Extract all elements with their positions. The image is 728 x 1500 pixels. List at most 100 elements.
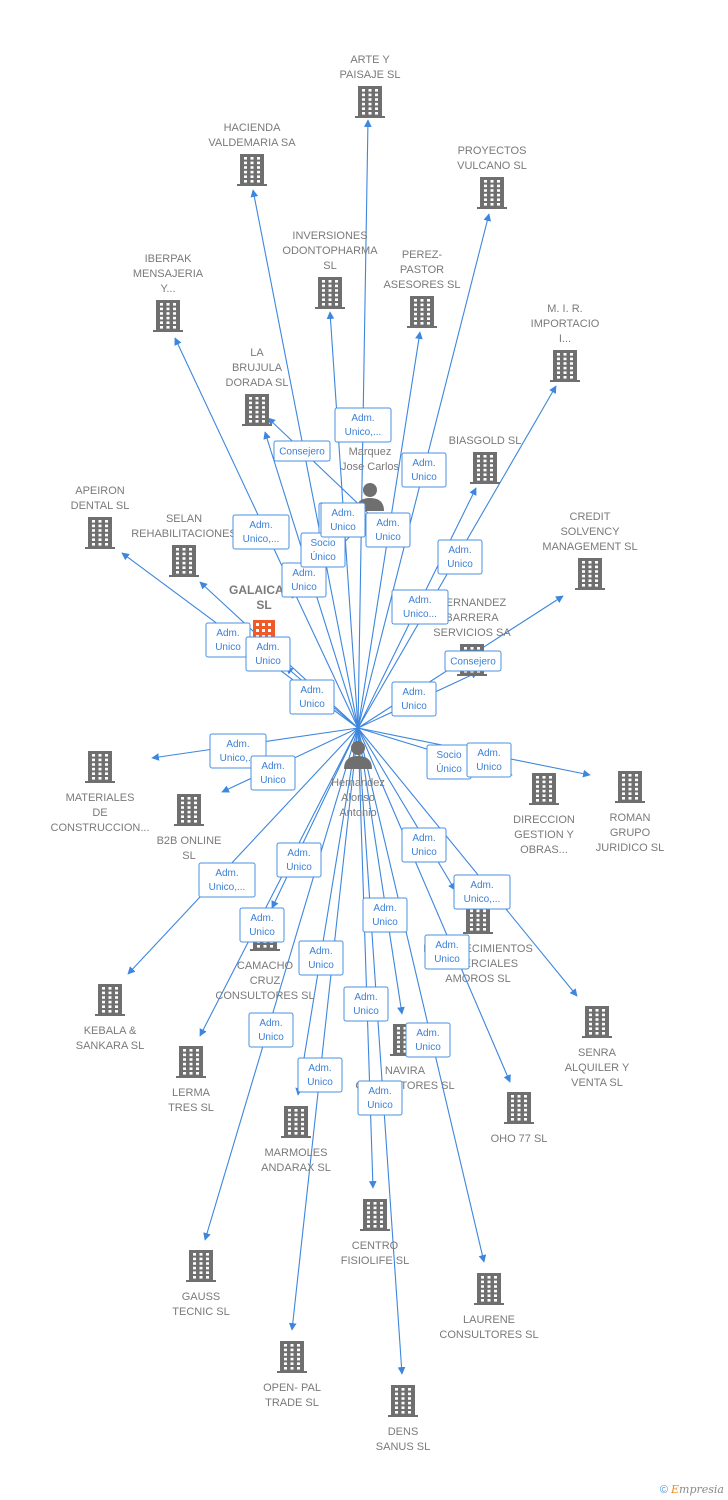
edge-label-text: Unico,...	[209, 882, 246, 893]
node-label: GAUSS	[182, 1291, 221, 1303]
edge-label-p1-openpal[interactable]: Adm.Unico	[297, 1057, 343, 1093]
edge-label-text: Adm.	[300, 685, 323, 696]
node-label: PAISAJE SL	[340, 69, 401, 81]
building-icon-main	[253, 620, 275, 640]
edge-p1-senra	[357, 727, 578, 997]
edge-label-p1-camacho[interactable]: Adm.Unico	[276, 842, 322, 878]
edge-label-p1-roman[interactable]: Adm.Unico	[466, 742, 512, 778]
node-biasgold[interactable]: BIASGOLD SL	[449, 435, 522, 484]
edge-label-p1-navira[interactable]: Adm.Unico	[362, 897, 408, 933]
node-label: CENTRO	[352, 1240, 399, 1252]
node-mir[interactable]: M. I. R.IMPORTACIOI...	[531, 303, 600, 382]
edge-label-p1-brujula[interactable]: Adm.Unico	[281, 562, 327, 598]
edge-label-text: Unico	[411, 472, 437, 483]
building-icon	[407, 296, 437, 328]
building-icon	[315, 277, 345, 309]
edge-label-p1-kebala[interactable]: Adm.Unico,...	[198, 862, 256, 898]
node-label: Antonio	[339, 807, 376, 819]
node-lerma[interactable]: LERMA TRES SL	[168, 1046, 214, 1114]
edge-label-p1-mir[interactable]: Adm.Unico	[437, 539, 483, 575]
edge-label-p1-iberpak[interactable]: Adm.Unico,...	[232, 514, 290, 550]
edge-label-text: Adm.	[250, 913, 273, 924]
edge-p1-navira	[357, 727, 405, 1015]
edge-label-p1-proyectos[interactable]: Adm.Unico	[401, 452, 447, 488]
edge-label-text: Unico	[258, 1032, 284, 1043]
edge-label-p1-selan[interactable]: Adm.Unico	[245, 636, 291, 672]
edge-label-box	[401, 827, 447, 863]
edge-label-p1-dens[interactable]: Adm.Unico	[357, 1080, 403, 1116]
node-label: ROMAN	[610, 812, 651, 824]
edge-label-text: Adm.	[351, 413, 374, 424]
building-icon	[169, 545, 199, 577]
edge-label-text: Adm.	[331, 508, 354, 519]
edge-label-p1-perez[interactable]: Adm.Unico	[365, 512, 411, 548]
edge-label-p1-hbarrera[interactable]: Adm.Unico	[391, 681, 437, 717]
edge-label-text: Unico	[308, 960, 334, 971]
node-label: VALDEMARIA SA	[208, 137, 296, 149]
node-label: SENRA	[578, 1047, 617, 1059]
node-label: I...	[559, 333, 571, 345]
edge-label-box	[245, 636, 291, 672]
edge-label-p1-galaicafe[interactable]: Adm.Unico	[289, 679, 335, 715]
edge-label-p1-apeiron[interactable]: Adm.Unico	[205, 622, 251, 658]
node-materiales[interactable]: MATERIALESDECONSTRUCCION...	[51, 751, 150, 834]
edge-label-p1-hacienda[interactable]: Consejero	[273, 440, 331, 462]
edge-label-p1-centro[interactable]: Adm.Unico	[343, 986, 389, 1022]
edge-label-text: Unico	[353, 1006, 379, 1017]
edge-label-p1-gauss[interactable]: Adm.Unico	[248, 1012, 294, 1048]
edge-label-p1-credit[interactable]: Consejero	[444, 650, 502, 672]
edge-label-p1-b2b[interactable]: Adm.Unico	[250, 755, 296, 791]
node-label: PEREZ-	[402, 249, 443, 261]
brand-rest: mpresia	[679, 1483, 724, 1496]
edge-label-p1-senra[interactable]: Adm.Unico,...	[453, 874, 511, 910]
node-label: TRES SL	[168, 1102, 214, 1114]
node-label: OBRAS...	[520, 844, 568, 856]
node-label: LERMA	[172, 1087, 211, 1099]
edge-label-p1-arte[interactable]: Adm.Unico,...	[334, 407, 392, 443]
building-icon	[360, 1199, 390, 1231]
node-oho[interactable]: OHO 77 SL	[491, 1092, 548, 1145]
edge-label-p2-brujula[interactable]: Adm.Unico	[320, 502, 366, 538]
edge-label-p1-oho[interactable]: Adm.Unico	[424, 934, 470, 970]
edge-label-p1-lerma[interactable]: Adm. Unico	[239, 907, 285, 943]
edge-label-p1-marmoles[interactable]: Adm.Unico	[298, 940, 344, 976]
node-label: CONSULTORES SL	[439, 1329, 538, 1341]
edge-label-p1-laurene[interactable]: Adm.Unico	[405, 1022, 451, 1058]
edge-label-p1-establec[interactable]: Adm.Unico	[401, 827, 447, 863]
building-icon	[174, 794, 204, 826]
edge-label-text: Unico	[249, 927, 275, 938]
edge-p1-oho	[357, 727, 511, 1083]
copyright-symbol: ©	[659, 1484, 668, 1496]
node-iberpak[interactable]: IBERPAKMENSAJERIAY...	[133, 253, 204, 332]
building-icon	[85, 517, 115, 549]
node-kebala[interactable]: KEBALA &SANKARA SL	[76, 984, 144, 1052]
edge-label-text: Unico	[476, 762, 502, 773]
node-label: SL	[182, 850, 195, 862]
edge-label-p1-biasgold[interactable]: Adm.Unico...	[391, 589, 449, 625]
